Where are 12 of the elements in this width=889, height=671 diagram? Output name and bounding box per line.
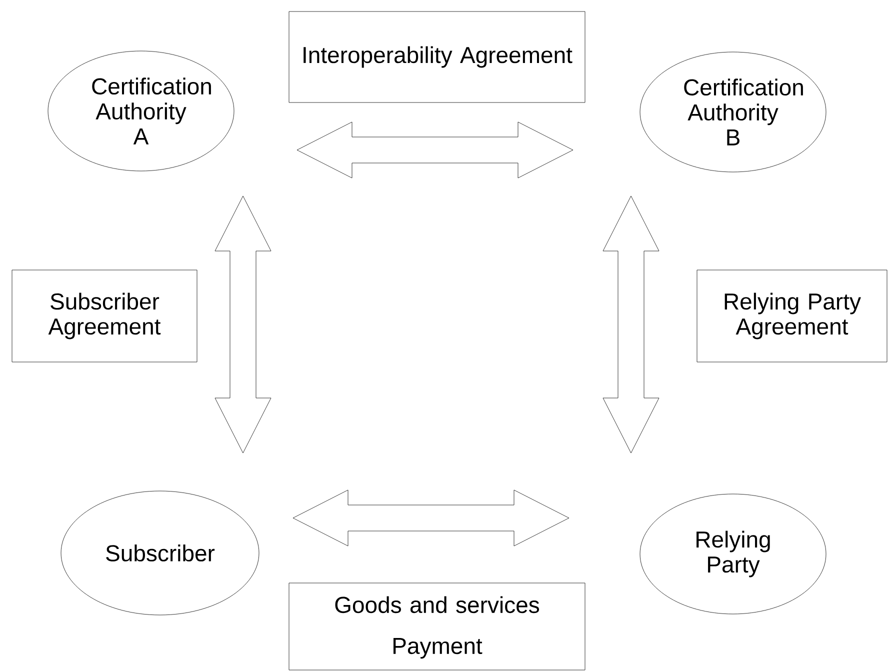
ellipse-node: Relying Party <box>640 494 826 614</box>
agreement-box: Goods and services Payment <box>288 582 586 670</box>
ellipse-node: Certification Authority A <box>48 50 234 172</box>
double-arrow <box>296 122 574 178</box>
ellipse-node: Subscriber <box>60 490 260 616</box>
ellipse-node: Certification Authority B <box>640 52 826 172</box>
double-arrow <box>214 196 272 454</box>
agreement-box: Interoperability Agreement <box>288 11 586 103</box>
agreement-box: Relying Party Agreement <box>696 270 888 362</box>
double-arrow <box>292 490 570 546</box>
double-arrow <box>602 196 660 454</box>
agreement-box: Subscriber Agreement <box>12 270 198 362</box>
